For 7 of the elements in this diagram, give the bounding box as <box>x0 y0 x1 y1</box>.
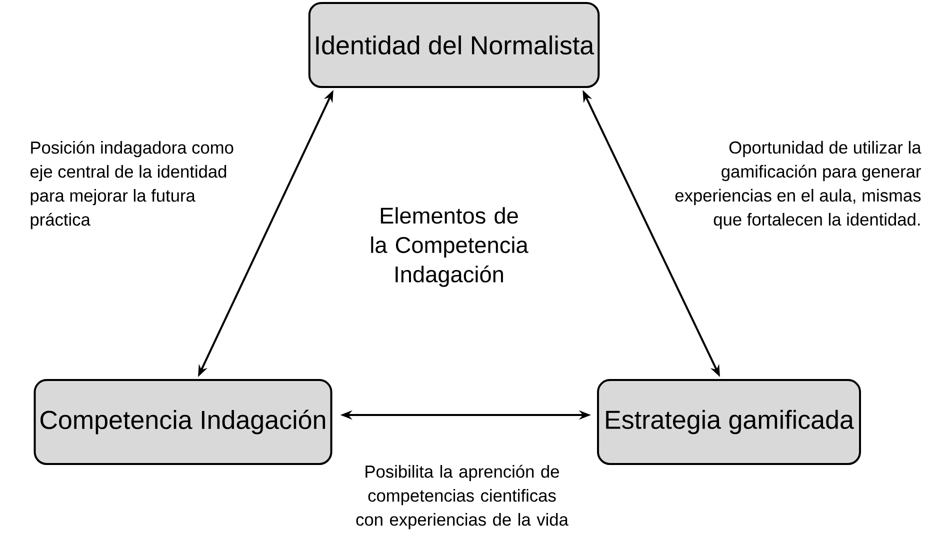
edge-label: Posibilita la aprención de competencias cientificas con experiencias de la vida <box>356 464 568 530</box>
center-title: Elementos de la Competencia Indagación <box>371 207 528 287</box>
rounded-box: Identidad del Normalista <box>308 2 600 88</box>
edge-label: Oportunidad de utilizar la gamificación para generar experiencias en el aula, mismas que fortalecen la identidad. <box>675 140 922 230</box>
edge-label: Posición indagadora como eje central de la identidad para mejorar la futura práctica <box>30 140 234 230</box>
rounded-box: Competencia Indagación <box>34 379 332 465</box>
rounded-box: Estrategia gamificada <box>597 379 861 465</box>
